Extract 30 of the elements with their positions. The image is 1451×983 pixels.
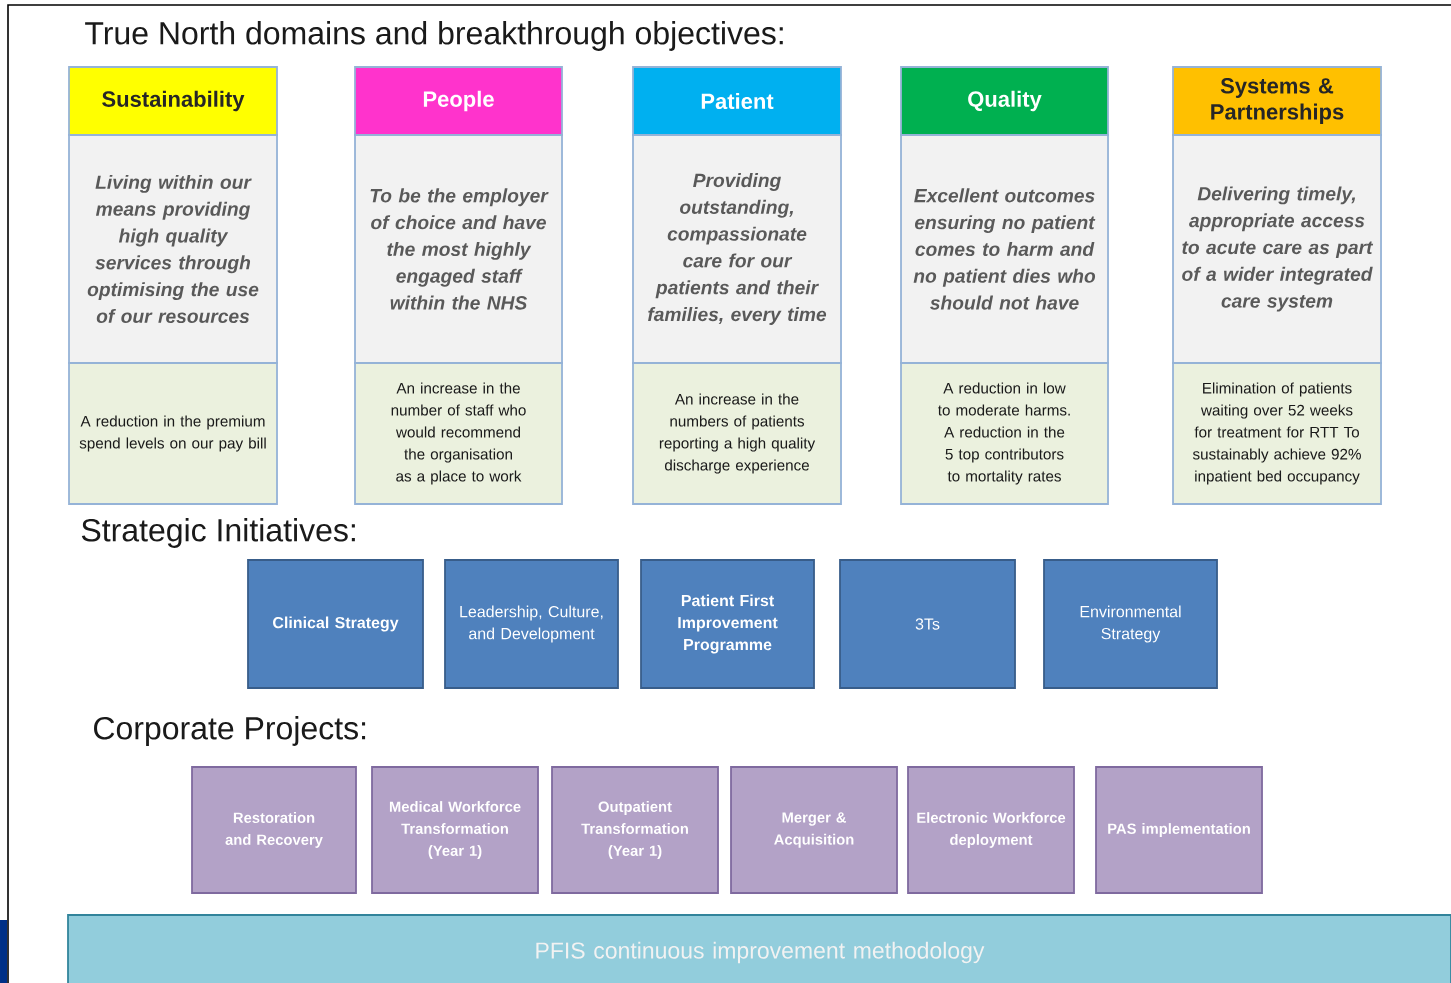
description-box: Providing outstanding, compassionate care for our patients and their families, every time <box>632 134 842 364</box>
header-box: Patient <box>632 66 842 136</box>
objective-box: An increase in the numbers of patients reporting a high quality discharge experience <box>632 362 842 505</box>
header-box: Systems & Partnerships <box>1172 66 1382 136</box>
project-box: Electronic Workforce deployment <box>907 766 1075 894</box>
methodology-bar: PFIS continuous improvement methodology <box>67 914 1451 983</box>
initiative-box: Clinical Strategy <box>247 559 424 689</box>
header-box: People <box>354 66 563 136</box>
initiative-box: Leadership, Culture, and Development <box>444 559 619 689</box>
project-box: Restoration and Recovery <box>191 766 357 894</box>
project-box: Outpatient Transformation (Year 1) <box>551 766 719 894</box>
initiative-box: 3Ts <box>839 559 1016 689</box>
description-box: Excellent outcomes ensuring no patient comes to harm and no patient dies who should not have <box>900 134 1109 364</box>
project-box: PAS implementation <box>1095 766 1263 894</box>
header-box: Quality <box>900 66 1109 136</box>
section-heading: Corporate Projects: <box>94 716 366 746</box>
objective-box: A reduction in low to moderate harms. A reduction in the 5 top contributors to mortality rates <box>900 362 1109 505</box>
section-heading: Strategic Initiatives: <box>81 518 355 548</box>
objective-box: An increase in the number of staff who would recommend the organisation as a place to work <box>354 362 563 505</box>
description-box: Delivering timely, appropriate access to acute care as part of a wider integrated care system <box>1172 134 1382 364</box>
initiative-box: Environmental Strategy <box>1043 559 1218 689</box>
project-box: Merger & Acquisition <box>730 766 898 894</box>
project-box: Medical Workforce Transformation (Year 1) <box>371 766 539 894</box>
objective-box: Elimination of patients waiting over 52 weeks for treatment for RTT To sustainably achieve 92% inpatient bed occupancy <box>1172 362 1382 505</box>
header-box: Sustainability <box>68 66 278 136</box>
description-box: To be the employer of choice and have the most highly engaged staff within the NHS <box>354 134 563 364</box>
initiative-box: Patient First Improvement Programme <box>640 559 815 689</box>
objective-box: A reduction in the premium spend levels on our pay bill <box>68 362 278 505</box>
heading: True North domains and breakthrough objectives: <box>85 21 783 51</box>
description-box: Living within our means providing high quality services through optimising the use of our resources <box>68 134 278 364</box>
